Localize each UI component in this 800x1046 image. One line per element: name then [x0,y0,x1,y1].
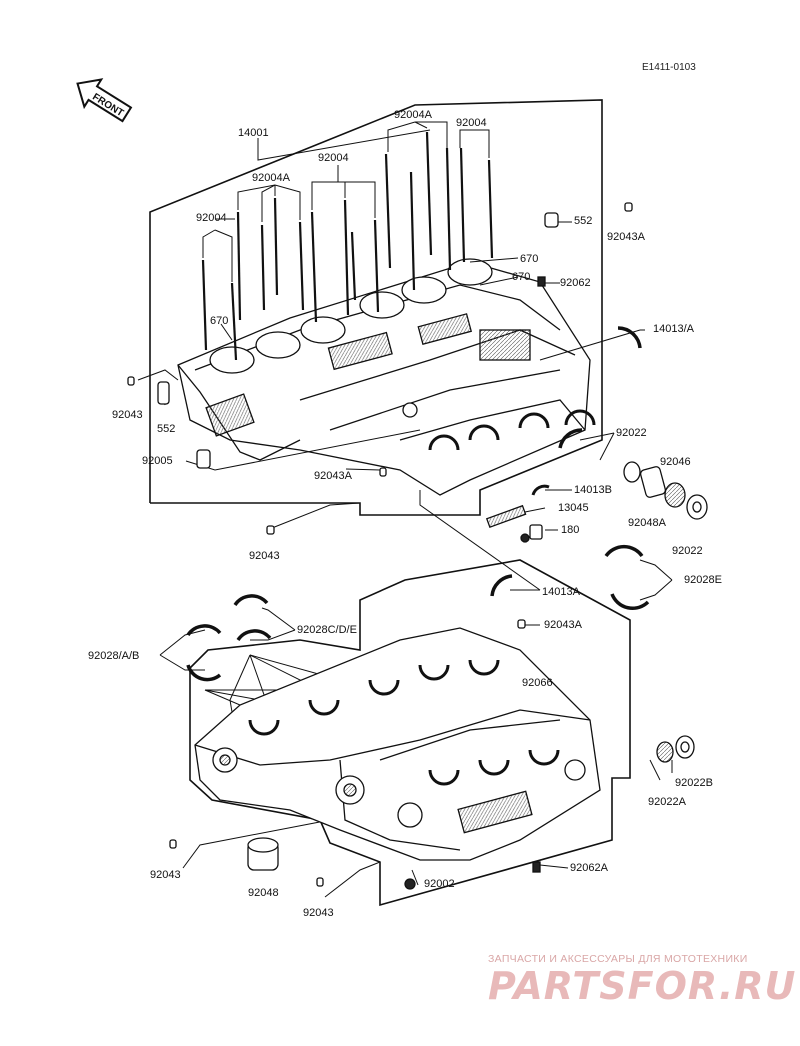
part-label-92043: 92043 [303,907,334,919]
part-label-92043: 92043 [150,869,181,881]
part-label-14013a: 14013A [542,586,580,598]
part-label-92004a: 92004A [394,109,432,121]
part-label-670: 670 [520,253,539,265]
part-label-670: 670 [210,315,229,327]
part-label-92043a: 92043A [314,470,352,482]
part-label-92022: 92022 [616,427,647,439]
part-label-180: 180 [561,524,580,536]
part-label-13045: 13045 [558,502,589,514]
lower-crankcase [194,627,601,861]
part-label-92022a: 92022A [648,796,686,808]
part-label-670: 670 [512,271,531,283]
part-label-92062a: 92062A [570,862,608,874]
part-label-92043: 92043 [249,550,280,562]
part-label-552: 552 [574,215,593,227]
watermark-logo: PARTSFOR.RU [488,964,797,1008]
part-label-14013-a: 14013/A [653,323,694,335]
diagram-code: E1411-0103 [642,62,696,73]
part-label-92022b: 92022B [675,777,713,789]
part-label-92004: 92004 [318,152,349,164]
part-label-92028c-d-e: 92028C/D/E [297,624,357,636]
part-label-92004: 92004 [456,117,487,129]
part-label-92022: 92022 [672,545,703,557]
part-label-92043a: 92043A [544,619,582,631]
part-label-92028-a-b: 92028/A/B [88,650,140,662]
upper-case-border [149,99,603,516]
part-label-14013b: 14013B [574,484,612,496]
part-label-552: 552 [157,423,176,435]
part-label-14001: 14001 [238,127,269,139]
part-label-92004a: 92004A [252,172,290,184]
leader-lines [137,121,673,898]
loose-parts [127,202,708,890]
part-label-92062: 92062 [560,277,591,289]
part-label-92048: 92048 [248,887,279,899]
part-label-92004: 92004 [196,212,227,224]
part-label-92043: 92043 [112,409,143,421]
cylinder-studs [201,131,494,361]
part-label-92002: 92002 [424,878,455,890]
part-label-92048a: 92048A [628,517,666,529]
part-label-92046: 92046 [660,456,691,468]
part-label-92028e: 92028E [684,574,722,586]
part-label-92043a: 92043A [607,231,645,243]
watermark-tagline: ЗАПЧАСТИ И АКСЕССУАРЫ ДЛЯ МОТОТЕХНИКИ [488,953,748,965]
front-arrow-icon: FRONT [76,78,133,123]
part-label-92066: 92066 [522,677,553,689]
part-label-92005: 92005 [142,455,173,467]
